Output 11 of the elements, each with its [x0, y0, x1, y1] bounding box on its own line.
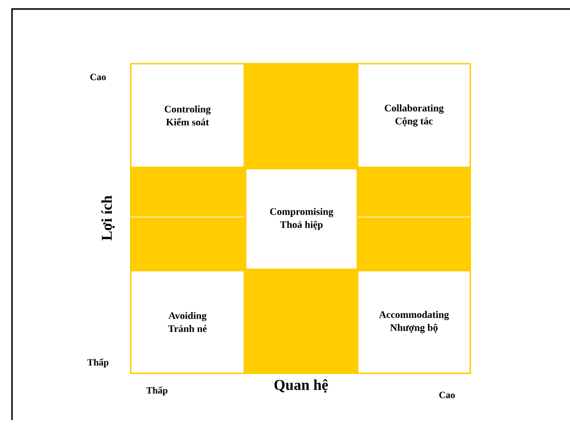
axis-label: Thấp	[146, 386, 168, 396]
quadrant-cell: Controling Kiểm soát	[130, 64, 244, 168]
axis-label: Cao	[90, 74, 106, 80]
axis-label: Cao	[439, 392, 455, 398]
axis-label: Lợi ích	[101, 196, 115, 240]
quadrant-cell: Compromising Thoả hiệp	[246, 168, 358, 270]
axis-label: Quan hệ	[274, 379, 328, 393]
axis-label: Thấp	[87, 358, 108, 368]
quadrant-cell: Avoiding Tránh né	[130, 270, 244, 374]
quadrant-cell: Accommodating Nhượng bộ	[358, 270, 470, 374]
quadrant-cell: Collaborating Cộng tác	[358, 64, 470, 168]
